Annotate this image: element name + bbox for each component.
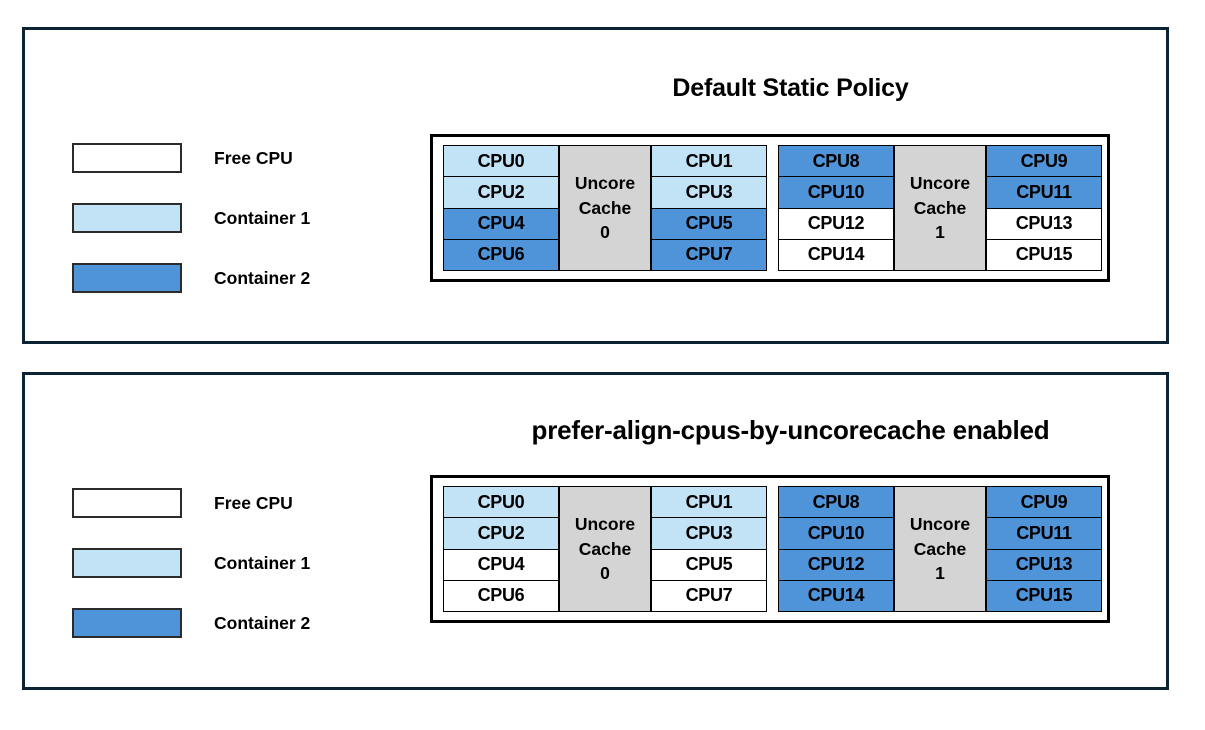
uncore-cache-line-1: Uncore xyxy=(909,172,971,193)
cache-group-1: CPU8 CPU10 CPU12 CPU14 Uncore Cache 1 CP… xyxy=(778,145,1102,271)
cpu-column-left: CPU8 CPU10 CPU12 CPU14 xyxy=(778,486,894,612)
uncore-cache-line-1: Uncore xyxy=(909,513,971,534)
uncore-cache-block: Uncore Cache 0 xyxy=(559,145,651,271)
legend-label-container-2: Container 2 xyxy=(214,612,311,633)
cpu-cell: CPU5 xyxy=(651,549,767,581)
cpu-cell: CPU5 xyxy=(651,208,767,240)
cpu-column-right: CPU9 CPU11 CPU13 CPU15 xyxy=(986,486,1102,612)
cpu-cell: CPU15 xyxy=(986,239,1102,271)
uncore-cache-index: 0 xyxy=(600,563,610,584)
cpu-topology-diagram: CPU0 CPU2 CPU4 CPU6 Uncore Cache 0 CPU1 … xyxy=(430,134,1110,282)
cpu-cell: CPU9 xyxy=(986,145,1102,178)
cpu-column-right: CPU1 CPU3 CPU5 CPU7 xyxy=(651,145,767,271)
legend-swatch-free-cpu xyxy=(72,143,182,173)
uncore-cache-line-2: Cache xyxy=(913,538,967,559)
legend: Free CPU Container 1 Container 2 xyxy=(72,473,310,653)
cpu-cell: CPU9 xyxy=(986,486,1102,519)
cpu-cell: CPU7 xyxy=(651,239,767,271)
uncore-cache-line-1: Uncore xyxy=(574,172,636,193)
cpu-cell: CPU10 xyxy=(778,177,894,209)
cpu-column-left: CPU0 CPU2 CPU4 CPU6 xyxy=(443,486,559,612)
cpu-cell: CPU0 xyxy=(443,145,559,178)
legend-swatch-container-1 xyxy=(72,548,182,578)
cpu-topology-diagram: CPU0 CPU2 CPU4 CPU6 Uncore Cache 0 CPU1 … xyxy=(430,475,1110,623)
cpu-cell: CPU11 xyxy=(986,177,1102,209)
cpu-column-right: CPU1 CPU3 CPU5 CPU7 xyxy=(651,486,767,612)
page-title: Default Static Policy xyxy=(672,74,909,102)
legend-item-container-1: Container 1 xyxy=(72,533,310,593)
legend-label-container-2: Container 2 xyxy=(214,267,311,288)
cpu-column-left: CPU8 CPU10 CPU12 CPU14 xyxy=(778,145,894,271)
cpu-cell: CPU6 xyxy=(443,580,559,612)
uncore-cache-block: Uncore Cache 1 xyxy=(894,486,986,612)
cpu-cell: CPU4 xyxy=(443,208,559,240)
uncore-cache-index: 1 xyxy=(935,563,945,584)
legend-item-container-2: Container 2 xyxy=(72,248,310,308)
uncore-cache-line-1: Uncore xyxy=(574,513,636,534)
cpu-cell: CPU14 xyxy=(778,239,894,271)
cpu-cell: CPU4 xyxy=(443,549,559,581)
legend-swatch-container-2 xyxy=(72,263,182,293)
cpu-cell: CPU12 xyxy=(778,549,894,581)
legend-label-container-1: Container 1 xyxy=(214,207,311,228)
legend-label-free-cpu: Free CPU xyxy=(214,492,293,513)
cpu-cell: CPU1 xyxy=(651,486,767,519)
cpu-cell: CPU0 xyxy=(443,486,559,519)
legend-item-free-cpu: Free CPU xyxy=(72,473,310,533)
cpu-column-left: CPU0 CPU2 CPU4 CPU6 xyxy=(443,145,559,271)
cache-group-1: CPU8 CPU10 CPU12 CPU14 Uncore Cache 1 CP… xyxy=(778,486,1102,612)
cpu-cell: CPU3 xyxy=(651,177,767,209)
cpu-cell: CPU8 xyxy=(778,145,894,178)
panel-default-static-policy: Default Static Policy Free CPU Container… xyxy=(22,27,1169,344)
uncore-cache-line-2: Cache xyxy=(913,197,967,218)
legend-item-container-1: Container 1 xyxy=(72,188,310,248)
cpu-cell: CPU1 xyxy=(651,145,767,178)
cpu-cell: CPU13 xyxy=(986,549,1102,581)
cpu-cell: CPU14 xyxy=(778,580,894,612)
uncore-cache-index: 1 xyxy=(935,222,945,243)
legend: Free CPU Container 1 Container 2 xyxy=(72,128,310,308)
panel-prefer-align-cpus-by-uncorecache: prefer-align-cpus-by-uncorecache enabled… xyxy=(22,372,1169,690)
legend-label-free-cpu: Free CPU xyxy=(214,147,293,168)
legend-item-free-cpu: Free CPU xyxy=(72,128,310,188)
legend-label-container-1: Container 1 xyxy=(214,552,311,573)
cpu-cell: CPU2 xyxy=(443,518,559,550)
cpu-cell: CPU15 xyxy=(986,580,1102,612)
uncore-cache-line-2: Cache xyxy=(578,197,632,218)
cpu-cell: CPU13 xyxy=(986,208,1102,240)
legend-item-container-2: Container 2 xyxy=(72,593,310,653)
cpu-cell: CPU10 xyxy=(778,518,894,550)
uncore-cache-block: Uncore Cache 0 xyxy=(559,486,651,612)
uncore-cache-block: Uncore Cache 1 xyxy=(894,145,986,271)
cpu-column-right: CPU9 CPU11 CPU13 CPU15 xyxy=(986,145,1102,271)
cpu-cell: CPU7 xyxy=(651,580,767,612)
cpu-cell: CPU2 xyxy=(443,177,559,209)
cpu-cell: CPU12 xyxy=(778,208,894,240)
uncore-cache-index: 0 xyxy=(600,222,610,243)
page-title: prefer-align-cpus-by-uncorecache enabled xyxy=(531,415,1050,445)
uncore-cache-line-2: Cache xyxy=(578,538,632,559)
cpu-cell: CPU8 xyxy=(778,486,894,519)
cpu-cell: CPU11 xyxy=(986,518,1102,550)
cache-group-0: CPU0 CPU2 CPU4 CPU6 Uncore Cache 0 CPU1 … xyxy=(443,145,767,271)
cache-group-0: CPU0 CPU2 CPU4 CPU6 Uncore Cache 0 CPU1 … xyxy=(443,486,767,612)
cpu-cell: CPU3 xyxy=(651,518,767,550)
legend-swatch-container-2 xyxy=(72,608,182,638)
cpu-cell: CPU6 xyxy=(443,239,559,271)
legend-swatch-container-1 xyxy=(72,203,182,233)
legend-swatch-free-cpu xyxy=(72,488,182,518)
